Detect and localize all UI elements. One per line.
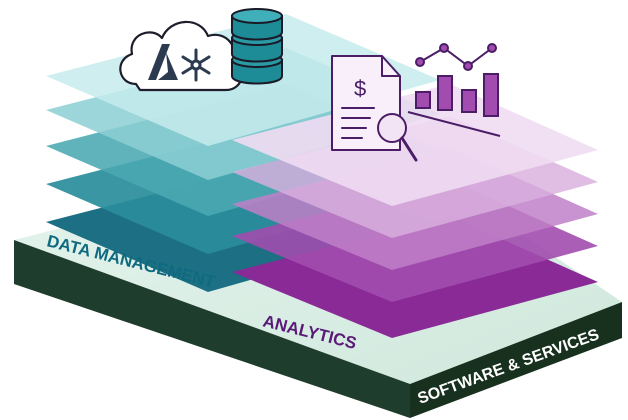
base-right-face [410, 302, 622, 418]
dollar-sign: $ [354, 76, 366, 101]
invoice-search-icon: $ [331, 55, 418, 162]
snowflake-logo-icon [181, 48, 211, 82]
azure-logo-icon [148, 44, 178, 80]
analytics-stack [232, 84, 598, 338]
base-front-face [14, 240, 410, 418]
bar-line-chart-icon [407, 43, 501, 137]
database-icon [231, 8, 283, 85]
cloud-icon [119, 20, 243, 92]
purple-layer-1 [232, 84, 598, 206]
